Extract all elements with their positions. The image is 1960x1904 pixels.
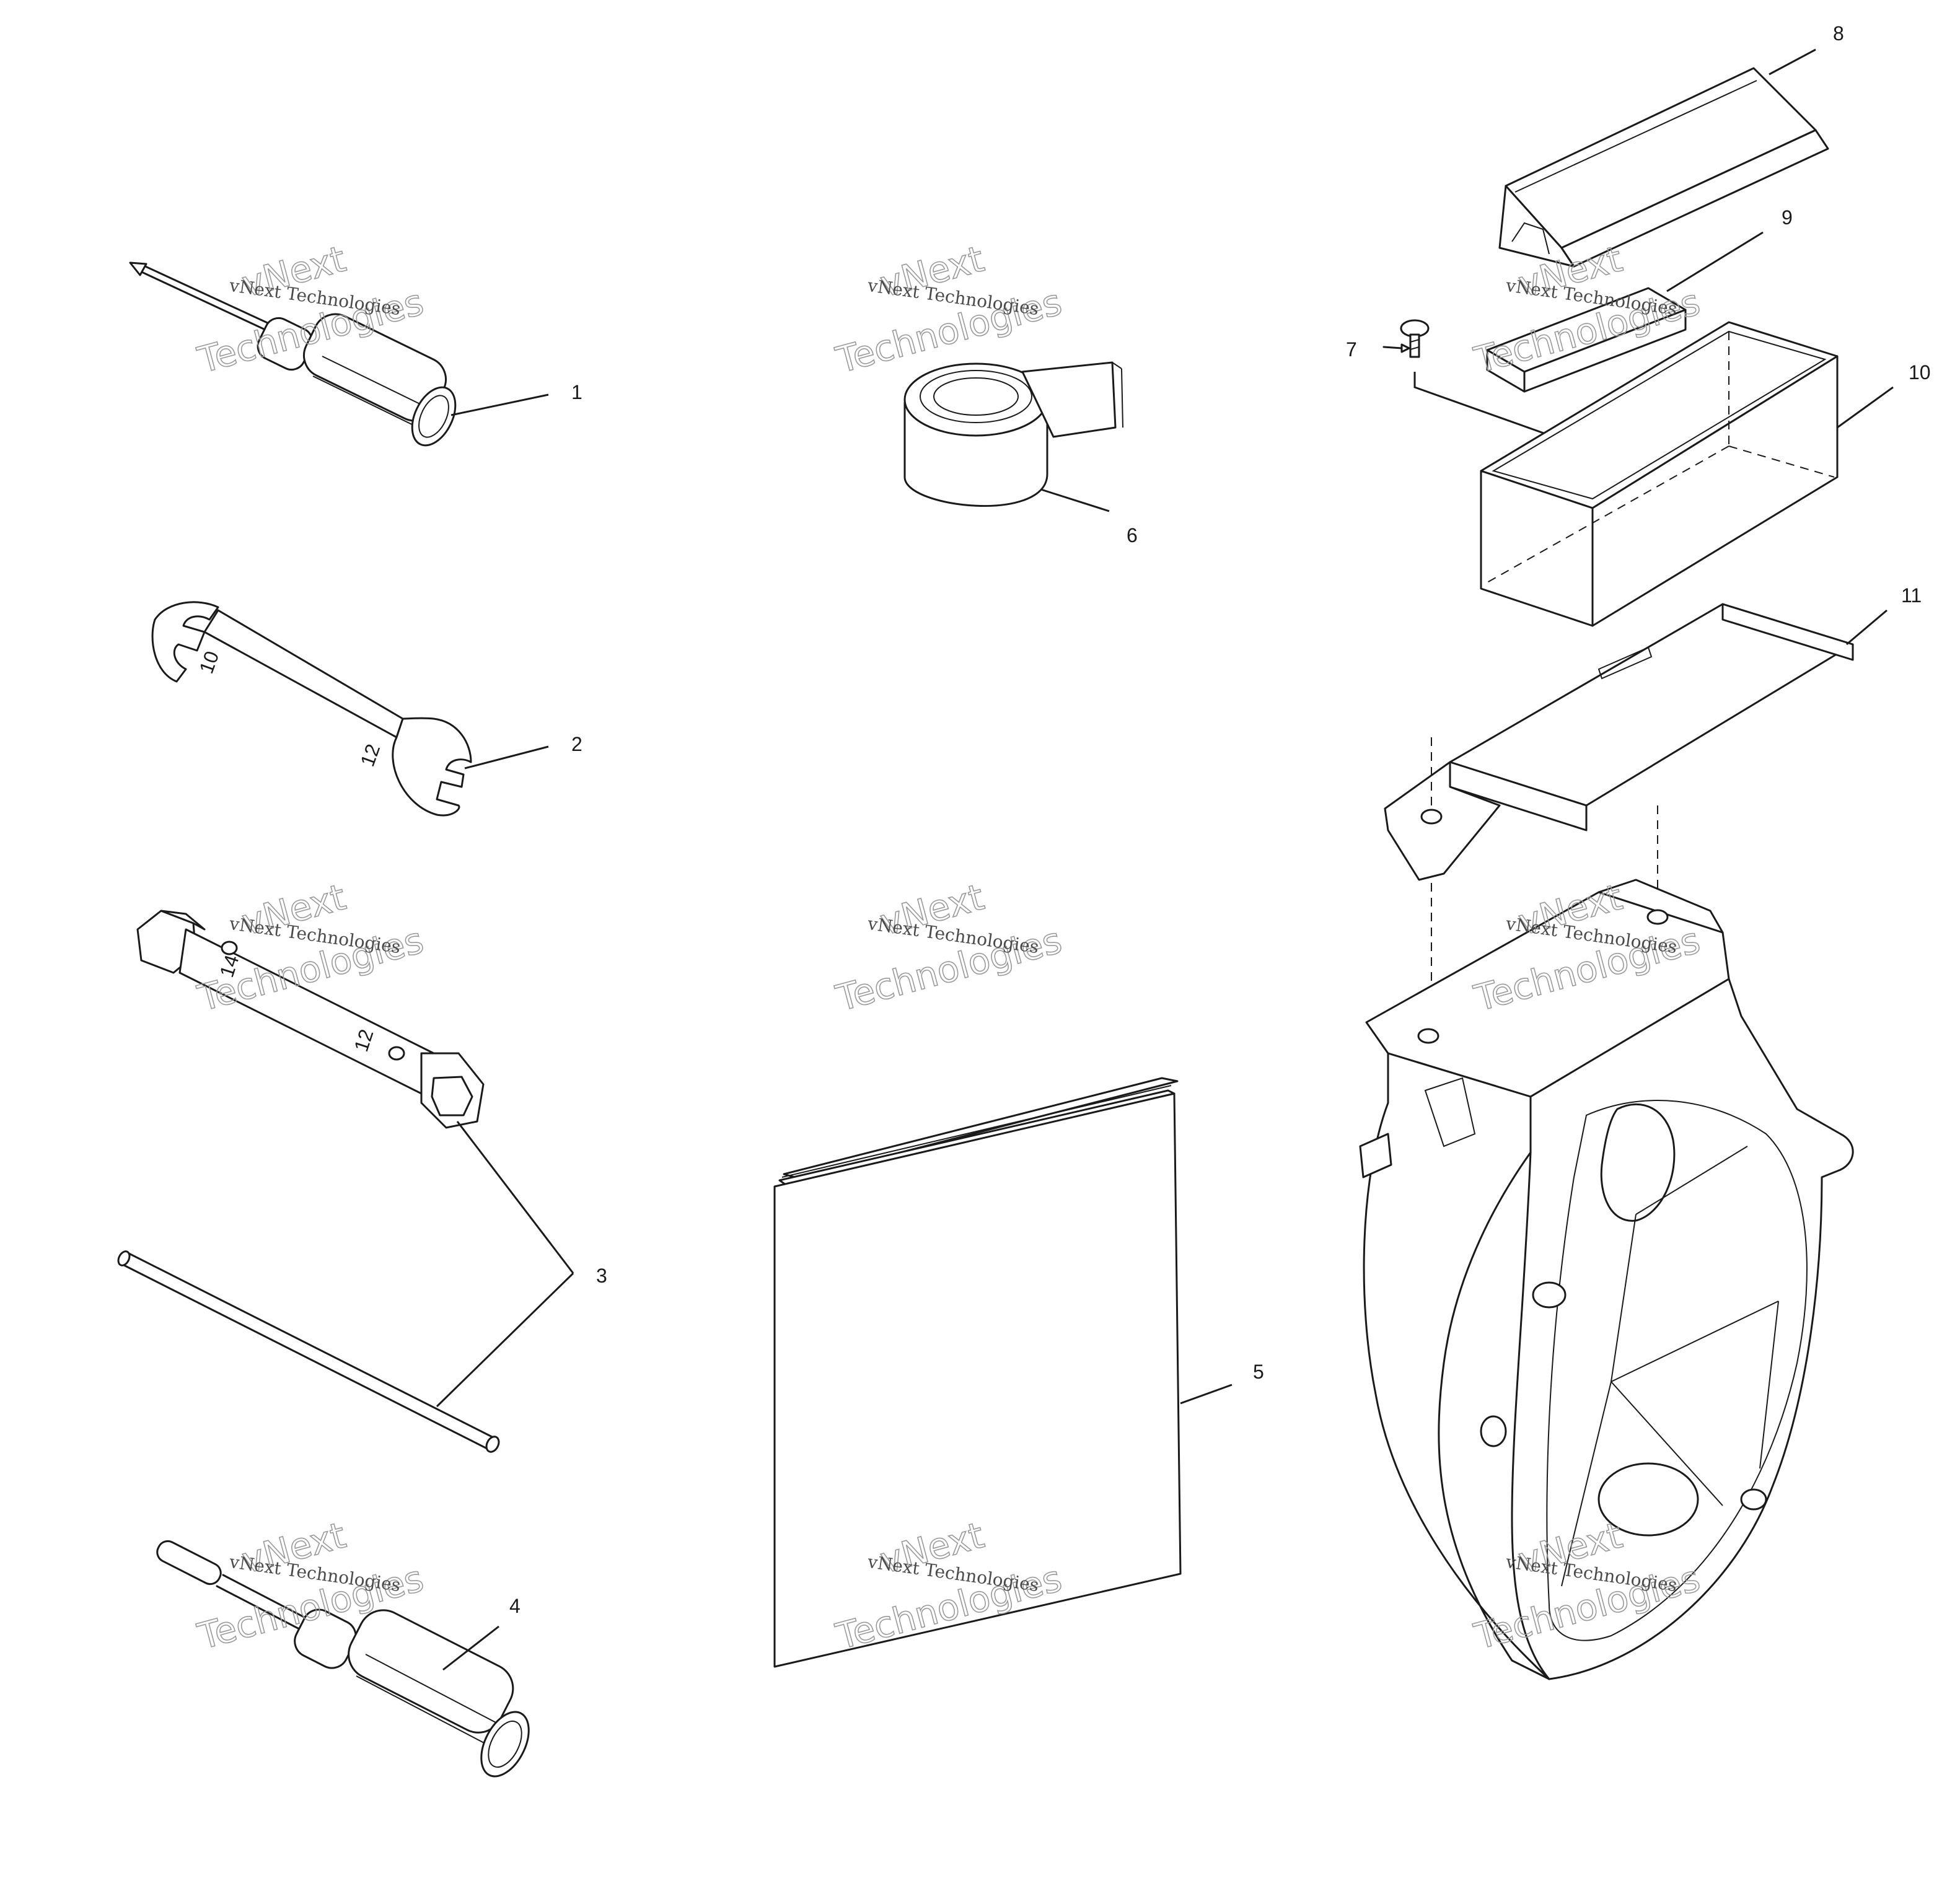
callout-5: 5 xyxy=(1253,1361,1264,1383)
leader-2 xyxy=(464,745,549,770)
leader-11 xyxy=(1846,609,1887,646)
callout-10: 10 xyxy=(1909,361,1931,384)
part-8-toolbox-lid xyxy=(1498,67,1829,268)
callout-1: 1 xyxy=(571,381,582,403)
leader-10 xyxy=(1837,386,1894,429)
leader-3b xyxy=(436,1272,574,1408)
part-5-manual xyxy=(773,1077,1182,1668)
wrench-size-mark-b: 12 xyxy=(356,741,384,770)
chaincase-housing xyxy=(1359,879,1854,1680)
wrench-size-mark-a: 10 xyxy=(195,648,223,677)
callout-3: 3 xyxy=(596,1265,607,1287)
part-3-tommy-bar xyxy=(117,1250,500,1453)
part-9-foam-pad xyxy=(1486,287,1687,393)
callout-11: 11 xyxy=(1901,584,1922,607)
leader-8 xyxy=(1769,48,1816,76)
callout-7: 7 xyxy=(1346,338,1357,361)
part-1-screwdriver xyxy=(129,261,457,447)
part-7-screw xyxy=(1382,319,1430,358)
callout-4: 4 xyxy=(509,1595,521,1617)
leader-6 xyxy=(1040,488,1110,512)
leader-9 xyxy=(1666,231,1764,292)
watermark-2: vNext Technologies vNext Technologies xyxy=(831,237,1066,382)
leader-4 xyxy=(442,1625,499,1671)
callout-8: 8 xyxy=(1833,22,1844,45)
watermark-3: vNext Technologies vNext Technologies xyxy=(1469,237,1705,382)
part-10-toolbox xyxy=(1480,321,1839,627)
part-11-bracket xyxy=(1384,603,1854,881)
callout-9: 9 xyxy=(1782,206,1793,229)
leader-5 xyxy=(1180,1384,1233,1405)
part-6-tape-roll xyxy=(903,361,1123,507)
leader-3a xyxy=(456,1121,574,1274)
part-2-wrench: 10 12 xyxy=(151,601,472,817)
leader-1 xyxy=(450,393,549,416)
part-4-driver xyxy=(156,1540,530,1778)
part-3-socket-wrench: 14 12 xyxy=(136,910,485,1129)
watermark-5: vNext Technologies vNext Technologies xyxy=(831,875,1066,1020)
callout-6: 6 xyxy=(1127,524,1138,546)
callout-2: 2 xyxy=(571,733,582,755)
